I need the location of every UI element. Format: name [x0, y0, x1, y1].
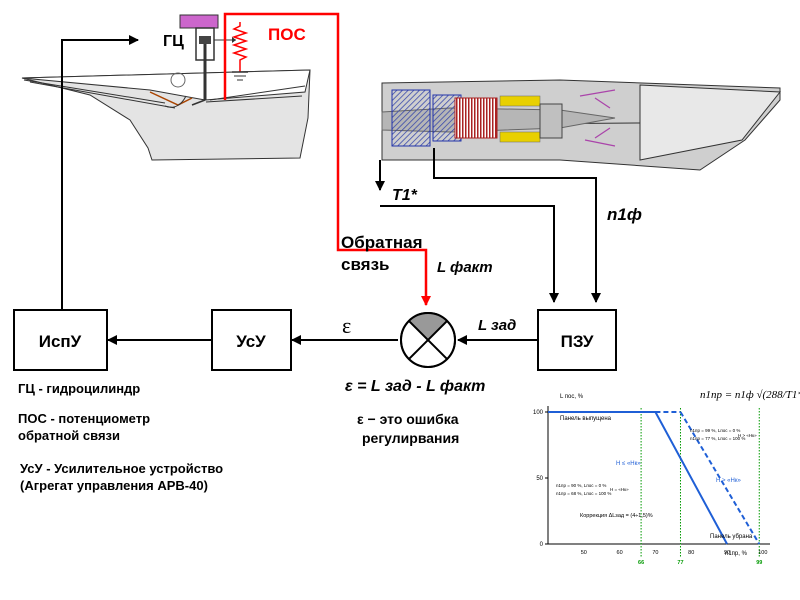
- label-epsilon: ε: [342, 313, 351, 338]
- block-pzu-label: ПЗУ: [561, 332, 594, 351]
- block-ispu: ИспУ: [13, 309, 108, 371]
- chart-label-vypusk: Панель выпущена: [560, 416, 612, 422]
- label-t1: T1*: [392, 187, 418, 204]
- feedback-potentiometer: [214, 22, 249, 81]
- chart-guide-label: 99: [756, 560, 762, 566]
- chart-ylabel: L пос, %: [560, 394, 584, 400]
- signal-lines: [61, 12, 601, 345]
- chart-xtick-label: 60: [617, 550, 623, 556]
- block-ispu-label: ИспУ: [39, 332, 82, 351]
- label-error-1: ε − это ошибка: [357, 411, 459, 427]
- label-equation: ε = L зад - L факт: [345, 378, 485, 395]
- block-usu-label: УсУ: [236, 332, 266, 351]
- chart-guide-label: 66: [638, 560, 644, 566]
- legend-pos-line1: ПОС - потенциометр: [18, 411, 151, 426]
- label-gc: ГЦ: [163, 33, 184, 50]
- legend-pos: ПОС - потенциометр обратной связи: [18, 410, 150, 444]
- chart-note-right-2: n1пр = 77 %, Lпос = 100 %: [690, 436, 745, 441]
- label-l-fact: L факт: [437, 259, 493, 276]
- label-feedback-1: Обратная: [341, 233, 423, 252]
- chart-ytick-label: 100: [533, 410, 544, 416]
- chart-ytick-label: 0: [540, 542, 544, 548]
- chart-guide-label: 77: [677, 560, 683, 566]
- chart-xtick-label: 100: [758, 550, 767, 556]
- chart-xtick-label: 70: [652, 550, 658, 556]
- chart-note-left-h: Н = «Нк»: [610, 487, 629, 492]
- label-n1f: n1ф: [607, 205, 642, 224]
- chart-formula: n1пр = n1ф √(288/T1*): [700, 389, 800, 401]
- chart-xlabel: n1пр, %: [725, 551, 748, 557]
- label-pos: ПОС: [268, 25, 306, 44]
- chart-label-h-big: Н > «Нк»: [716, 478, 741, 484]
- chart-label-korr: Коррекция ΔLзад = (4÷1,5)%: [580, 513, 653, 519]
- legend-gc: ГЦ - гидроцилиндр: [18, 380, 140, 397]
- label-l-zad: L зад: [478, 317, 516, 334]
- chart-note-left-1: n1пр = 90 %, Lпос = 0 %: [556, 483, 606, 488]
- chart-ytick-label: 50: [536, 476, 543, 482]
- chart-series-line: [679, 411, 761, 545]
- block-pzu: ПЗУ: [537, 309, 617, 371]
- comparator: [400, 312, 456, 368]
- label-feedback-2: связь: [341, 255, 390, 274]
- chart-label-h-small: Н ≤ «Нк»: [616, 461, 641, 467]
- label-error-2: регулирвания: [362, 430, 459, 446]
- chart-note-right-h: Н > «Нк»: [738, 433, 757, 438]
- legend-usu: УсУ - Усилительное устройство (Агрегат у…: [20, 460, 223, 494]
- legend-pos-line2: обратной связи: [18, 428, 120, 443]
- intake-sketch: [21, 69, 311, 161]
- engine-sketch: [381, 79, 781, 171]
- legend-usu-line2: (Агрегат управления АРВ-40): [20, 478, 208, 493]
- legend-gc-text: ГЦ - гидроцилиндр: [18, 381, 141, 396]
- chart-xtick-label: 50: [581, 550, 587, 556]
- block-usu: УсУ: [211, 309, 292, 371]
- hydraulic-cylinder: [179, 14, 219, 106]
- chart-note-left-2: n1пр = 68 %, Lпос = 100 %: [556, 491, 611, 496]
- lpos-chart: n1пр = n1ф √(288/T1*) L пос, % n1пр, % 0…: [533, 389, 800, 566]
- chart-note-right-1: n1пр = 99 %, Lпос = 0 %: [690, 428, 740, 433]
- chart-xtick-label: 80: [688, 550, 694, 556]
- chart-xtick-label: 90: [724, 550, 730, 556]
- chart-label-uborka: Панель убрана: [710, 534, 753, 540]
- legend-usu-line1: УсУ - Усилительное устройство: [20, 461, 224, 476]
